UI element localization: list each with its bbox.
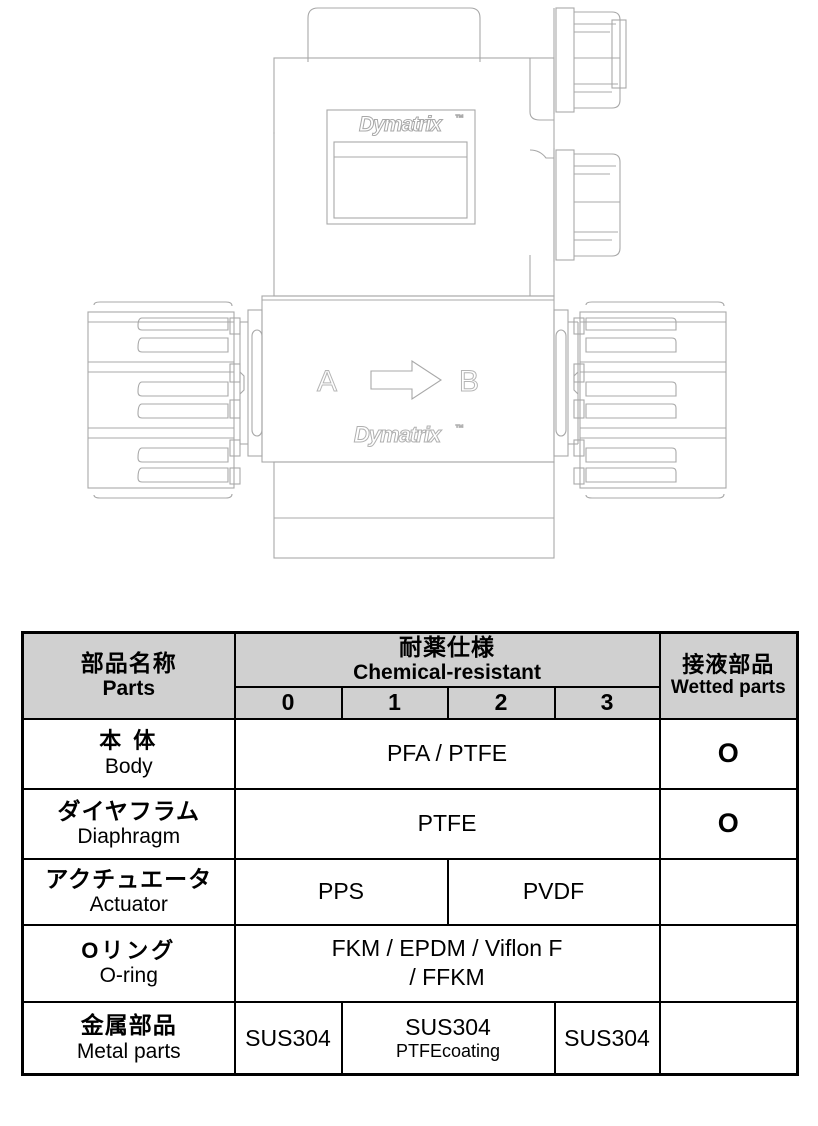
row-value-metal-1: SUS304 PTFEcoating [340, 1000, 556, 1076]
row-value-oring-line2: / FFKM [409, 964, 485, 991]
grade-col-1: 1 [340, 685, 449, 720]
port-label-b: B [459, 365, 479, 398]
row-name-jp: 金属部品 [80, 1012, 177, 1039]
table-row: 金属部品 Metal parts SUS304 SUS304 PTFEcoati… [21, 1000, 799, 1076]
row-name-jp: 本 体 [99, 728, 159, 754]
grade-col-3: 3 [553, 685, 661, 720]
row-value-body: PFA / PTFE [233, 717, 661, 790]
actuator-top-cap [307, 7, 481, 62]
pilot-port-lower [553, 148, 621, 262]
row-value-actuator-pvdf: PVDF [446, 857, 661, 926]
row-name-en: O-ring [99, 964, 158, 988]
header-chemical-jp: 耐薬仕様 [399, 634, 496, 660]
right-fitting-nut [573, 301, 727, 499]
row-name-en: Metal parts [76, 1039, 181, 1063]
row-value-oring: FKM / EPDM / Viflon F / FFKM [233, 923, 661, 1003]
header-parts-en: Parts [102, 677, 156, 701]
right-flange [553, 309, 579, 457]
row-name-jp: アクチュエータ [45, 865, 213, 892]
left-flange [239, 309, 263, 457]
row-name-jp: ダイヤフラム [57, 797, 201, 824]
row-wetted-body: O [658, 717, 799, 790]
materials-spec-table: 部品名称 Parts 耐薬仕様 Chemical-resistant 接液部品 … [21, 631, 800, 1077]
logo-dymatrix-lower: Dymatrix ™ [353, 422, 464, 448]
header-wetted-jp: 接液部品 [682, 651, 775, 677]
actuator-body [273, 57, 555, 297]
actuator-label-plate [326, 109, 476, 225]
row-wetted-metal [658, 1000, 799, 1076]
row-wetted-diaphragm: O [658, 787, 799, 860]
grade-col-0: 0 [233, 685, 343, 720]
table-row: 本 体 Body PFA / PTFE O [21, 717, 799, 790]
row-name-jp: Oリング [81, 937, 177, 963]
table-header-row-grades: 0 1 2 3 [23, 685, 798, 720]
pilot-port-upper [553, 7, 627, 114]
header-chemical-resistant: 耐薬仕様 Chemical-resistant [233, 631, 661, 688]
grade-col-2: 2 [446, 685, 556, 720]
row-name-en: Diaphragm [77, 825, 181, 849]
svg-text:Dymatrix: Dymatrix [359, 113, 443, 136]
header-wetted-en: Wetted parts [670, 677, 786, 699]
header-chemical-en: Chemical-resistant [353, 661, 541, 685]
row-name-actuator: アクチュエータ Actuator [21, 857, 236, 926]
housing-shoulders [529, 58, 554, 296]
row-value-metal-0: SUS304 [233, 1000, 343, 1076]
header-parts-jp: 部品名称 [80, 650, 177, 676]
row-value-metal-1-sub: PTFEcoating [395, 1041, 501, 1062]
materials-spec-table-container: 部品名称 Parts 耐薬仕様 Chemical-resistant 接液部品 … [21, 631, 800, 1077]
header-wetted-parts: 接液部品 Wetted parts [658, 631, 799, 720]
row-value-metal-3: SUS304 [553, 1000, 661, 1076]
row-value-oring-line1: FKM / EPDM / Viflon F [331, 935, 563, 962]
logo-dymatrix-upper: Dymatrix ™ [359, 113, 465, 137]
row-name-en: Body [104, 754, 153, 778]
row-name-diaphragm: ダイヤフラム Diaphragm [21, 787, 236, 860]
flow-arrow-right [370, 359, 443, 401]
header-parts: 部品名称 Parts [21, 631, 236, 720]
table-row: アクチュエータ Actuator PPS PVDF [21, 857, 799, 926]
row-value-diaphragm: PTFE [233, 787, 661, 860]
valve-technical-drawing: A B Dymatrix ™ Dymatrix ™ [87, 7, 727, 559]
svg-text:™: ™ [455, 423, 464, 433]
row-value-actuator-pps: PPS [233, 857, 449, 926]
table-row: Oリング O-ring FKM / EPDM / Viflon F / FFKM [21, 923, 799, 1003]
row-name-en: Actuator [89, 893, 168, 917]
port-label-a: A [317, 365, 337, 398]
row-value-metal-1-main: SUS304 [405, 1013, 491, 1040]
row-wetted-actuator [658, 857, 799, 926]
row-name-oring: Oリング O-ring [21, 923, 236, 1003]
row-wetted-oring [658, 923, 799, 1003]
table-header-row-primary: 部品名称 Parts 耐薬仕様 Chemical-resistant 接液部品 … [21, 631, 799, 720]
row-name-body: 本 体 Body [21, 717, 236, 790]
svg-text:Dymatrix: Dymatrix [354, 422, 442, 447]
row-name-metal-parts: 金属部品 Metal parts [21, 1000, 236, 1076]
left-fitting-nut [87, 301, 241, 499]
valve-drawing-svg: A B Dymatrix ™ Dymatrix ™ [87, 7, 727, 559]
table-row: ダイヤフラム Diaphragm PTFE O [21, 787, 799, 860]
svg-text:™: ™ [455, 113, 464, 123]
